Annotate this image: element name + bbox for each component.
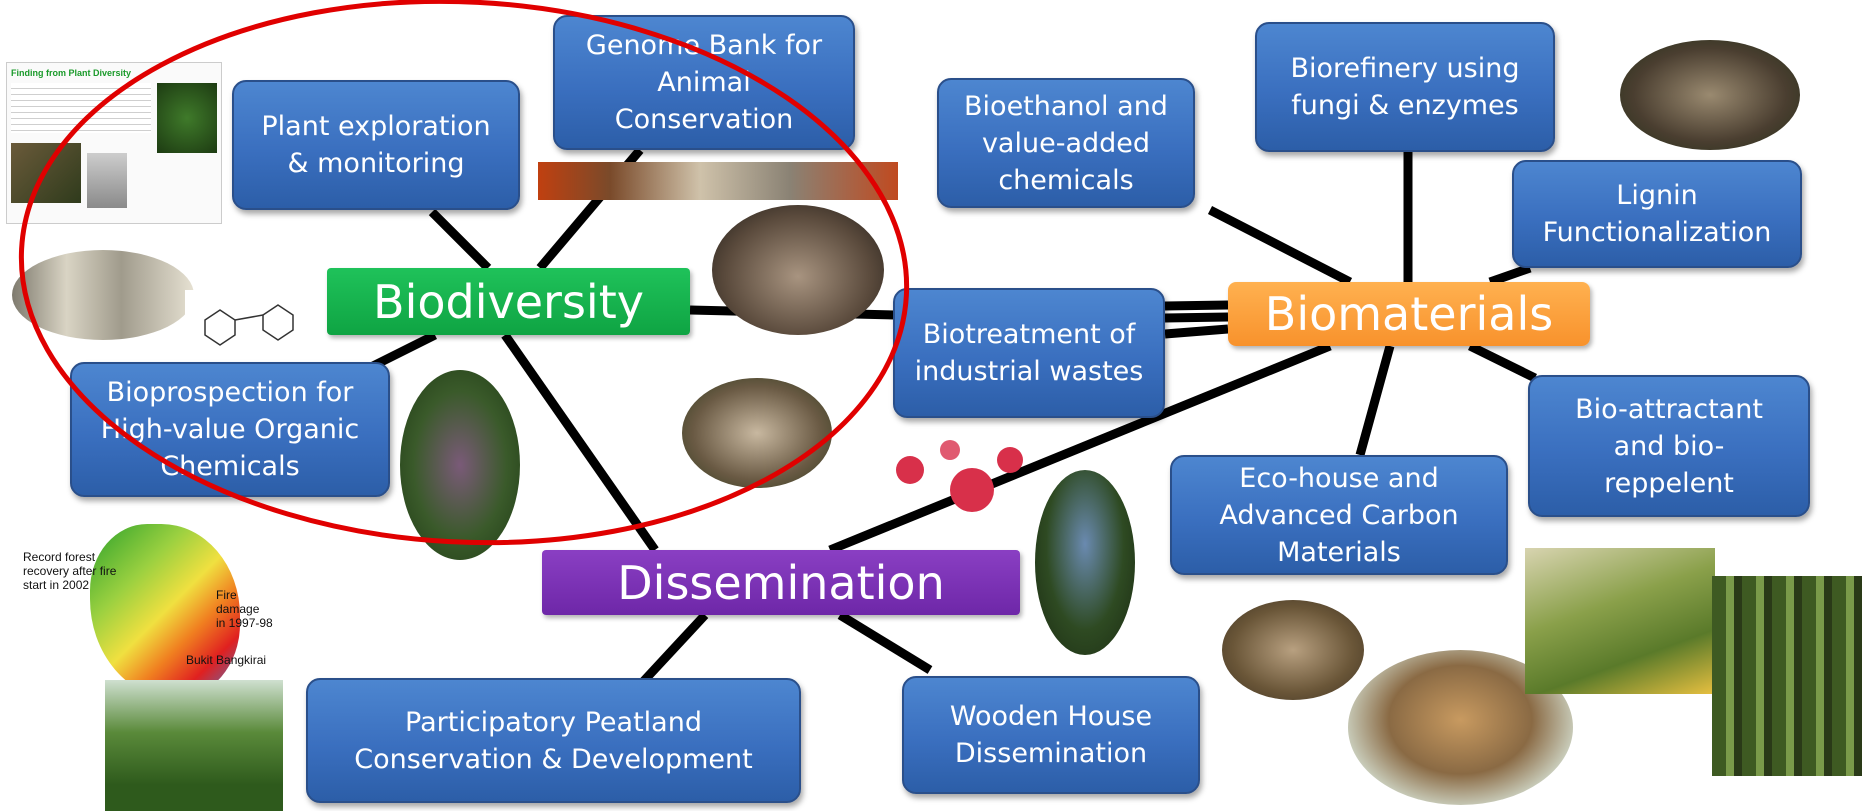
edge-biodiversity-plant [428, 208, 492, 272]
edge-biomaterials-dissemination [828, 341, 1332, 555]
hub-biodiversity-label: Biodiversity [373, 274, 644, 329]
corn-field-photo [1525, 548, 1715, 694]
doc-thumb-title: Finding from Plant Diversity [11, 68, 132, 78]
hub-biomaterials: Biomaterials [1228, 282, 1590, 346]
berries-photo [400, 370, 520, 560]
plant-diversity-document-thumbnail: Finding from Plant Diversity [6, 62, 222, 224]
map-label-recovery: Record forest recovery after fire start … [23, 550, 117, 592]
node-eco-house-label: Eco-house and Advanced Carbon Materials [1219, 462, 1459, 568]
edge-biomaterials-bioethanol [1207, 205, 1353, 287]
timber-logs-photo [1222, 600, 1364, 700]
molecule-spheres-image [890, 430, 1030, 520]
edge-dissemination-participatory [636, 611, 709, 689]
mushroom-cluster-photo [1620, 40, 1800, 150]
node-biotreatment-label: Biotreatment of industrial wastes [914, 319, 1144, 387]
animal-strip-photo [538, 162, 898, 200]
node-bioprospection-label: Bioprospection for High-value Organic Ch… [100, 377, 360, 482]
node-bio-attractant: Bio-attractant and bio- reppelent [1528, 375, 1810, 517]
molecule-drawing [204, 304, 294, 346]
node-lignin-label: Lignin Functionalization [1542, 180, 1772, 248]
node-participatory: Participatory Peatland Conservation & De… [306, 678, 801, 803]
node-bioethanol: Bioethanol and value-added chemicals [937, 78, 1195, 208]
hub-dissemination-label: Dissemination [617, 555, 945, 610]
node-bioethanol-label: Bioethanol and value-added chemicals [964, 90, 1168, 196]
tree-photo [1035, 470, 1135, 655]
map-label-bukit-bangkirai: Bukit Bangkirai [186, 653, 267, 667]
bracket-fungus-photo [682, 378, 832, 488]
edge-dissemination-wooden [837, 611, 933, 674]
spheres-drawing [896, 440, 1023, 512]
node-plant-exploration-label: Plant exploration & monitoring [261, 111, 491, 179]
node-bioprospection: Bioprospection for High-value Organic Ch… [70, 362, 390, 497]
node-wooden-house: Wooden House Dissemination [902, 676, 1200, 794]
edge-biomaterials-biotreatment-2 [1164, 312, 1229, 323]
edge-biomaterials-biotreatment-1 [1164, 300, 1229, 311]
node-bio-attractant-label: Bio-attractant and bio- reppelent [1575, 393, 1763, 499]
edge-biomaterials-lignin [1488, 263, 1532, 287]
node-eco-house: Eco-house and Advanced Carbon Materials [1170, 455, 1508, 575]
node-biotreatment: Biotreatment of industrial wastes [893, 288, 1165, 418]
bamboo-photo [1712, 576, 1862, 776]
edge-biomaterials-ecohouse [1355, 344, 1395, 457]
node-participatory-label: Participatory Peatland Conservation & De… [354, 706, 753, 775]
node-biorefinery-label: Biorefinery using fungi & enzymes [1290, 53, 1520, 121]
map-label-fire-damage: Fire damage in 1997-98 [216, 588, 273, 630]
node-genome-bank: Genome Bank for Animal Conservation [553, 15, 855, 150]
node-biorefinery: Biorefinery using fungi & enzymes [1255, 22, 1555, 152]
node-wooden-house-label: Wooden House Dissemination [949, 701, 1153, 769]
edge-biodiversity-dissemination [501, 332, 659, 553]
edge-biomaterials-bioattractant [1468, 341, 1537, 383]
chemical-structure-image [185, 290, 313, 350]
node-genome-bank-label: Genome Bank for Animal Conservation [585, 30, 823, 135]
hub-biomaterials-label: Biomaterials [1264, 287, 1554, 341]
node-lignin: Lignin Functionalization [1512, 160, 1802, 268]
edge-biomaterials-biotreatment-3 [1164, 324, 1229, 339]
seed-bank-photo [12, 250, 194, 340]
slow-loris-photo [712, 205, 884, 335]
node-plant-exploration: Plant exploration & monitoring [232, 80, 520, 210]
hub-dissemination: Dissemination [542, 550, 1020, 615]
hub-biodiversity: Biodiversity [327, 268, 690, 335]
sago-palm-photo [105, 680, 283, 811]
